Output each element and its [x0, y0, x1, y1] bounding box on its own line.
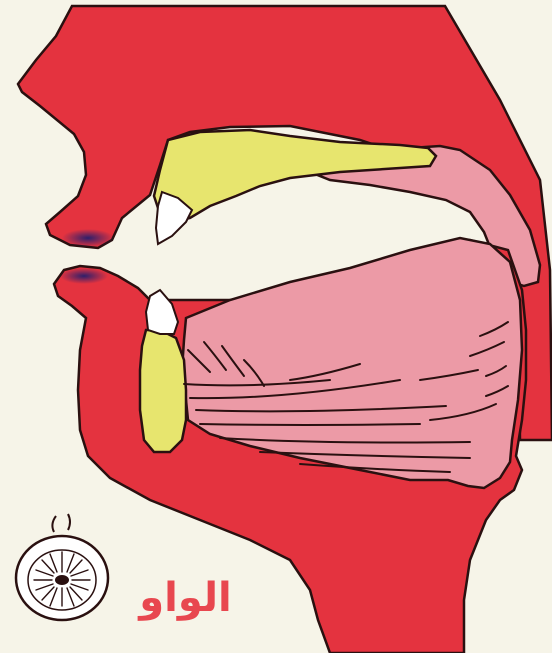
upper-lip-contact-mark: [62, 229, 114, 247]
lower-jaw-bone: [140, 330, 186, 452]
letter-caption: الواو: [128, 570, 243, 626]
lower-lip-contact-mark: [60, 268, 108, 284]
